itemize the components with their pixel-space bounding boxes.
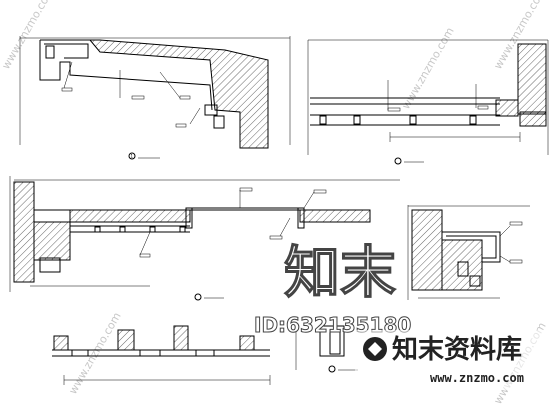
detail-1-top-left: 1	[19, 36, 291, 160]
brand-watermark-box: 知末资料库 www.znzmo.com	[355, 330, 555, 390]
diagonal-watermark-bottom-left: www.znzmo.com	[66, 310, 123, 396]
detail-5-bottom-left	[52, 325, 271, 385]
detail-3-middle	[9, 176, 400, 301]
brand-name: 知末资料库	[392, 335, 522, 365]
detail-6-bottom-middle	[295, 325, 358, 373]
diagonal-watermark-mid: www.znzmo.com	[399, 25, 456, 111]
svg-text:1: 1	[131, 154, 134, 159]
watermark-main-glyphs: 知末	[284, 241, 396, 306]
watermark-overlay: 知末 知末 ID:632135180	[254, 240, 412, 338]
watermark-main-glyphs-outline: 知末	[284, 241, 396, 306]
detail-2-top-right	[307, 39, 549, 165]
diagonal-watermark-left: www.znzmo.com	[0, 0, 57, 72]
detail-4-right	[407, 205, 530, 300]
brand-url: www.znzmo.com	[430, 371, 524, 385]
